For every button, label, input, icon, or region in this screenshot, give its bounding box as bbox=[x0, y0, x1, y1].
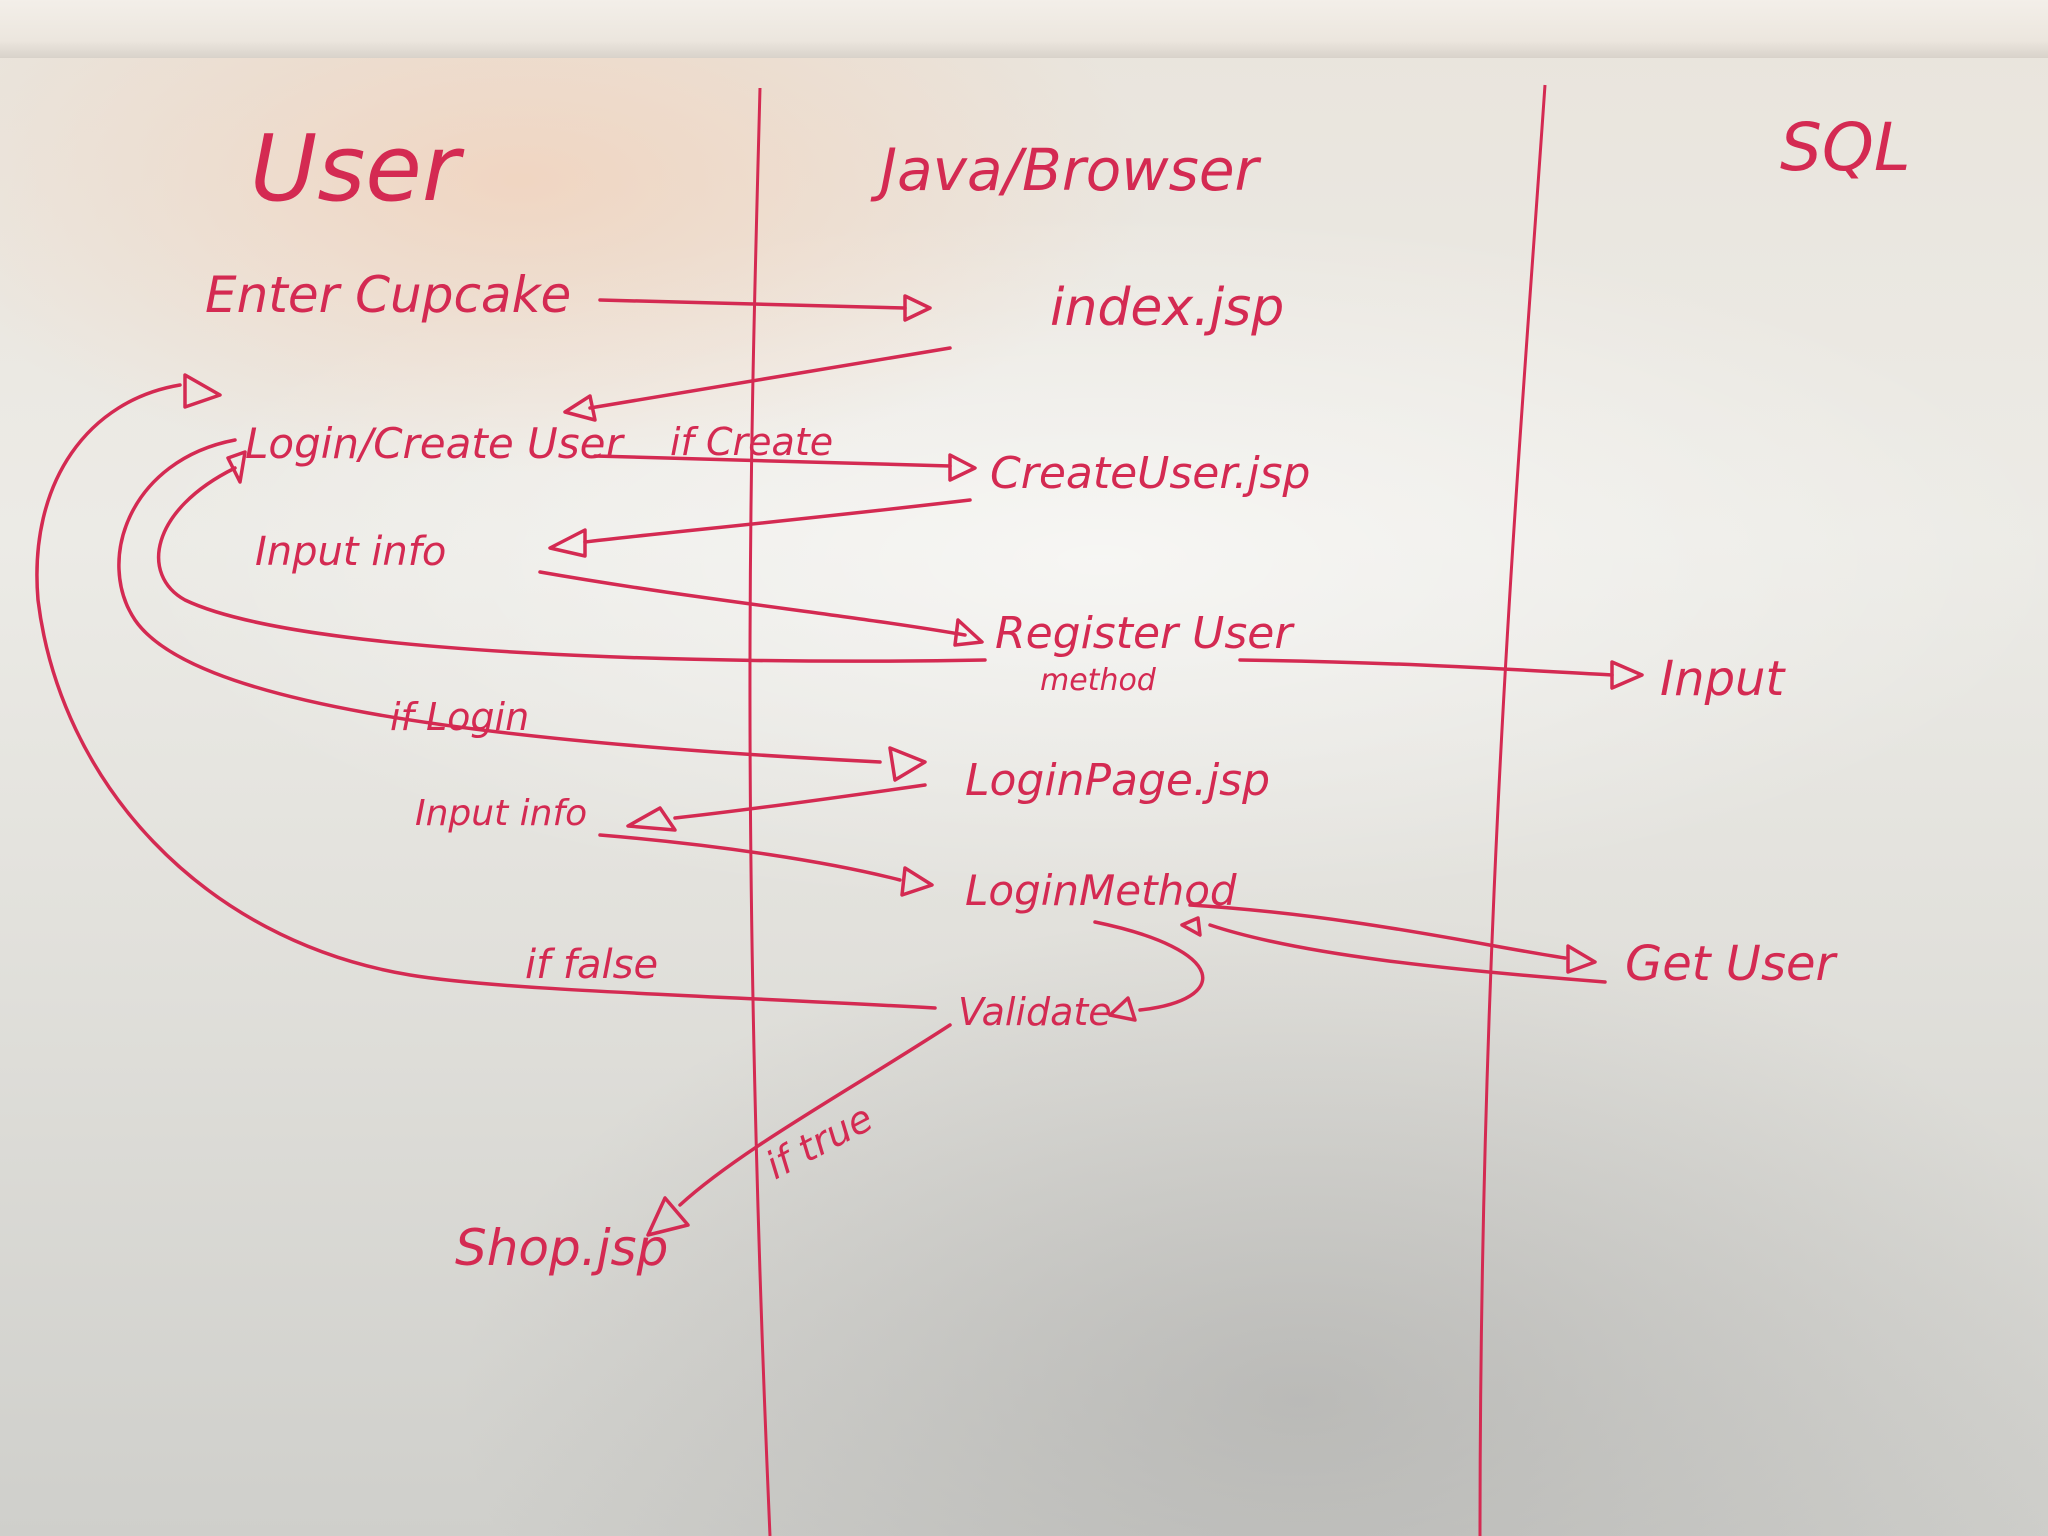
lane-divider-left bbox=[748, 87, 772, 1536]
step-shop-jsp: Shop.jsp bbox=[455, 1219, 668, 1277]
arrowhead-loop-false bbox=[183, 373, 222, 409]
label-if-true: if true bbox=[759, 1096, 880, 1188]
lane-title-java-browser: Java/Browser bbox=[870, 136, 1262, 204]
arrowhead-input-info bbox=[548, 528, 587, 558]
arrowhead-getuser bbox=[1566, 944, 1597, 974]
step-input-info-create: Input info bbox=[255, 529, 446, 575]
sql-input: Input bbox=[1660, 651, 1786, 707]
arrow-createuser-to-input bbox=[583, 498, 972, 544]
arrowhead-loginpage bbox=[888, 746, 927, 782]
arrowhead-index bbox=[903, 294, 932, 322]
arrow-loginpage-to-input bbox=[673, 783, 927, 820]
arrow-input-to-loginmethod bbox=[598, 833, 902, 882]
label-register-method: method bbox=[1040, 663, 1157, 698]
arrowhead-createuser bbox=[948, 453, 977, 482]
arrow-input-to-register bbox=[538, 570, 967, 637]
arrow-enter-to-index bbox=[598, 298, 907, 310]
whiteboard-top-frame bbox=[0, 0, 2048, 58]
arrow-index-to-login-create bbox=[588, 346, 952, 410]
arrow-login-to-createuser bbox=[593, 454, 952, 468]
arrowhead-sql-input bbox=[1610, 660, 1644, 690]
arrowhead-shop bbox=[646, 1196, 690, 1237]
lane-divider-right bbox=[1478, 84, 1547, 1536]
arrowhead-input-info-2 bbox=[626, 806, 677, 832]
arrowhead-register bbox=[953, 618, 984, 647]
loop-validate-false-to-login bbox=[35, 383, 937, 1010]
arrow-register-to-sql-input bbox=[1238, 658, 1614, 677]
arrow-loginmethod-to-getuser bbox=[1188, 903, 1567, 960]
arrowhead-loginmethod bbox=[900, 866, 934, 897]
arrow-validate-true-to-shop bbox=[678, 1023, 952, 1207]
step-index-jsp: index.jsp bbox=[1050, 278, 1284, 338]
step-login-create-user: Login/Create User bbox=[245, 419, 625, 468]
lane-title-user: User bbox=[250, 115, 465, 222]
step-create-user-jsp: CreateUser.jsp bbox=[990, 448, 1310, 499]
step-validate: Validate bbox=[958, 990, 1112, 1034]
loop-register-to-login bbox=[156, 466, 987, 663]
arrowhead-return-loginmethod bbox=[1180, 916, 1202, 937]
label-if-false: if false bbox=[525, 942, 658, 988]
step-enter-cupcake: Enter Cupcake bbox=[205, 266, 571, 324]
loop-login-to-loginpage bbox=[117, 438, 882, 764]
step-login-method: LoginMethod bbox=[965, 866, 1237, 915]
step-login-page-jsp: LoginPage.jsp bbox=[965, 755, 1270, 806]
arrow-getuser-to-loginmethod bbox=[1208, 923, 1607, 984]
arrowhead-validate bbox=[1108, 996, 1137, 1022]
sql-get-user: Get User bbox=[1625, 936, 1838, 992]
label-if-create: if Create bbox=[670, 420, 833, 464]
arrowhead-loop-register bbox=[226, 450, 247, 484]
lane-title-sql: SQL bbox=[1780, 109, 1911, 186]
arrow-loginmethod-to-validate bbox=[1093, 920, 1205, 1012]
arrowhead-login-create bbox=[563, 394, 597, 422]
step-register-user: Register User bbox=[995, 608, 1295, 659]
step-input-info-login: Input info bbox=[415, 793, 587, 834]
